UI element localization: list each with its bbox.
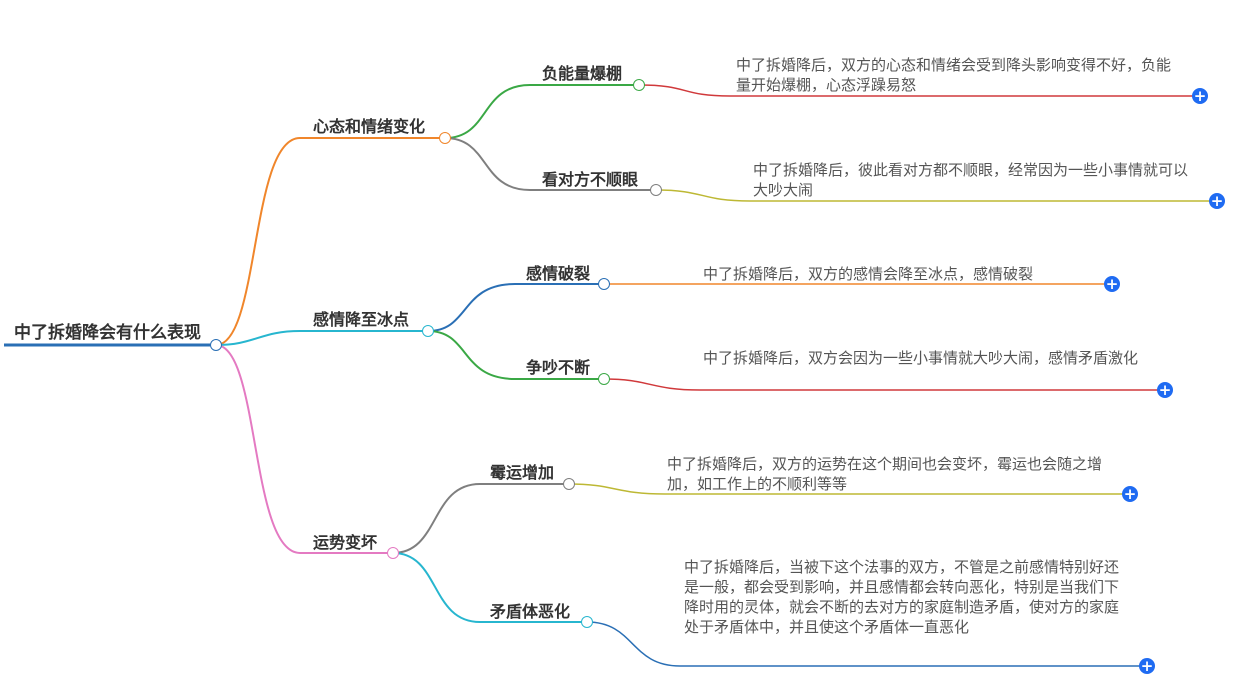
expand-plus-icon[interactable]: + [1139, 657, 1155, 675]
link-root-branch-2 [215, 330, 301, 346]
child-label[interactable]: 争吵不断 [526, 358, 591, 377]
branch-collapse-circle[interactable] [387, 547, 399, 559]
link-b3-c2 [392, 552, 481, 623]
child-label[interactable]: 矛盾体恶化 [490, 602, 571, 621]
link-leaf-5 [568, 483, 1130, 495]
child-collapse-circle[interactable] [633, 79, 645, 91]
branch-label[interactable]: 心态和情绪变化 [313, 117, 426, 136]
leaf-text: 中了拆婚降后，双方的运势在这个期间也会变坏，霉运也会随之增加，如工作上的不顺利等… [667, 455, 1103, 493]
child-collapse-circle[interactable] [598, 373, 610, 385]
link-b2-c2 [427, 330, 516, 380]
child-label[interactable]: 霉运增加 [490, 463, 555, 482]
leaf-text: 中了拆婚降后，双方的心态和情绪会受到降头影响变得不好，负能量开始爆棚，心态浮躁易… [736, 56, 1172, 94]
expand-plus-icon[interactable]: + [1157, 381, 1173, 399]
link-b1-c1 [444, 84, 531, 139]
child-label[interactable]: 看对方不顺眼 [542, 170, 639, 189]
link-b2-c1 [427, 283, 516, 332]
link-leaf-6 [586, 621, 1147, 667]
link-leaf-1 [638, 84, 1200, 97]
leaf-text: 中了拆婚降后，彼此看对方都不顺眼，经常因为一些小事情就可以大吵大闹 [753, 161, 1189, 199]
child-collapse-circle[interactable] [581, 616, 593, 628]
expand-plus-icon[interactable]: + [1192, 87, 1208, 105]
child-label[interactable]: 感情破裂 [526, 264, 591, 283]
link-b1-c2 [444, 137, 531, 191]
leaf-text: 中了拆婚降后，双方的感情会降至冰点，感情破裂 [703, 265, 1034, 283]
root-label[interactable]: 中了拆婚降会有什么表现 [14, 323, 201, 343]
link-root-branch-3 [215, 344, 301, 554]
link-leaf-4 [603, 378, 1165, 391]
expand-plus-icon[interactable]: + [1104, 275, 1120, 293]
leaf-text: 中了拆婚降后，双方会因为一些小事情就大吵大闹，感情矛盾激化 [703, 349, 1139, 367]
child-collapse-circle[interactable] [598, 278, 610, 290]
child-collapse-circle[interactable] [650, 184, 662, 196]
leaf-text: 中了拆婚降后，当被下这个法事的双方，不管是之前感情特别好还是一般，都会受到影响，… [684, 558, 1120, 636]
branch-label[interactable]: 感情降至冰点 [313, 310, 410, 329]
branch-collapse-circle[interactable] [439, 132, 451, 144]
branch-collapse-circle[interactable] [422, 325, 434, 337]
link-root-branch-1 [215, 137, 301, 346]
link-b3-c1 [392, 483, 481, 554]
branch-label[interactable]: 运势变坏 [313, 533, 378, 552]
expand-plus-icon[interactable]: + [1122, 485, 1138, 503]
link-leaf-2 [655, 189, 1217, 202]
expand-plus-icon[interactable]: + [1209, 192, 1225, 210]
root-collapse-circle[interactable] [210, 339, 222, 351]
child-label[interactable]: 负能量爆棚 [542, 64, 623, 83]
child-collapse-circle[interactable] [563, 478, 575, 490]
